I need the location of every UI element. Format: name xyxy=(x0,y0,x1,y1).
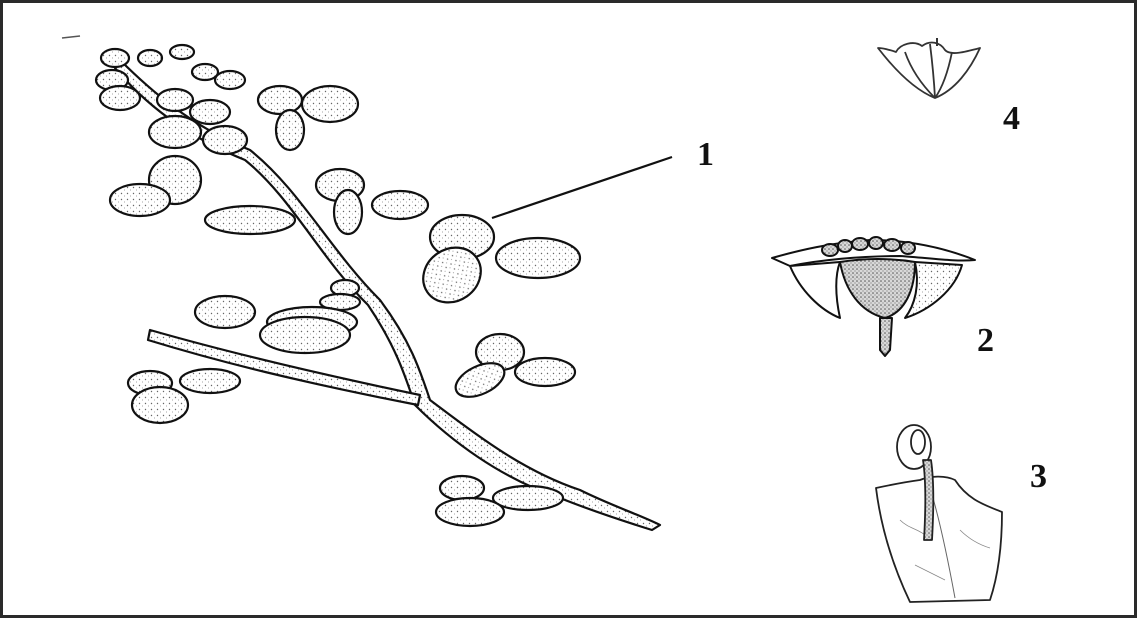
stray-mark xyxy=(62,36,80,38)
stamen-petal-drawing xyxy=(876,425,1002,602)
leader-line-1 xyxy=(492,157,672,218)
label-4: 4 xyxy=(1003,102,1020,136)
inflorescence-branch xyxy=(96,45,660,530)
flower-drawing xyxy=(772,237,975,356)
calyx-drawing xyxy=(878,38,980,98)
label-2: 2 xyxy=(977,324,994,358)
label-1: 1 xyxy=(697,138,714,172)
label-3: 3 xyxy=(1030,460,1047,494)
